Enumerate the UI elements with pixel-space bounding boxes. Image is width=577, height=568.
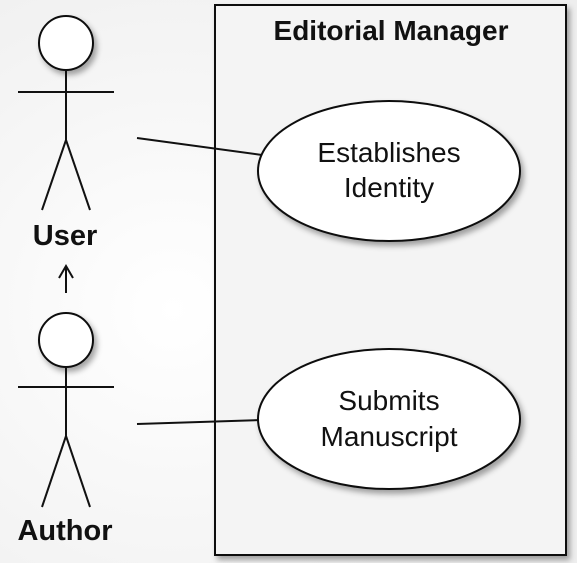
actor-left-leg [41,435,67,508]
use-case-label-line-2: Identity [344,172,434,203]
use-case-ellipse [257,100,521,242]
generalization-author-user [58,264,74,293]
actor-author [18,312,114,508]
actor-right-leg [65,435,91,508]
use-case-establishes-identity: Establishes Identity [257,100,521,242]
system-title: Editorial Manager [274,15,509,46]
actor-head [38,15,94,71]
association-user-establishes-identity [136,137,263,156]
actor-head [38,312,94,368]
use-case-label-line-1: Establishes [317,137,460,168]
actor-left-leg [41,139,67,211]
use-case-label-line-2: Manuscript [321,421,458,452]
arrow-head-icon [58,264,74,279]
actor-user [18,15,114,211]
actor-right-leg [65,139,91,211]
association-author-submits-manuscript [136,419,263,425]
actor-label-user: User [33,220,98,252]
use-case-ellipse [257,348,521,490]
use-case-label-line-1: Submits [338,385,439,416]
use-case-submits-manuscript: Submits Manuscript [257,348,521,490]
actor-label-author: Author [17,515,112,547]
